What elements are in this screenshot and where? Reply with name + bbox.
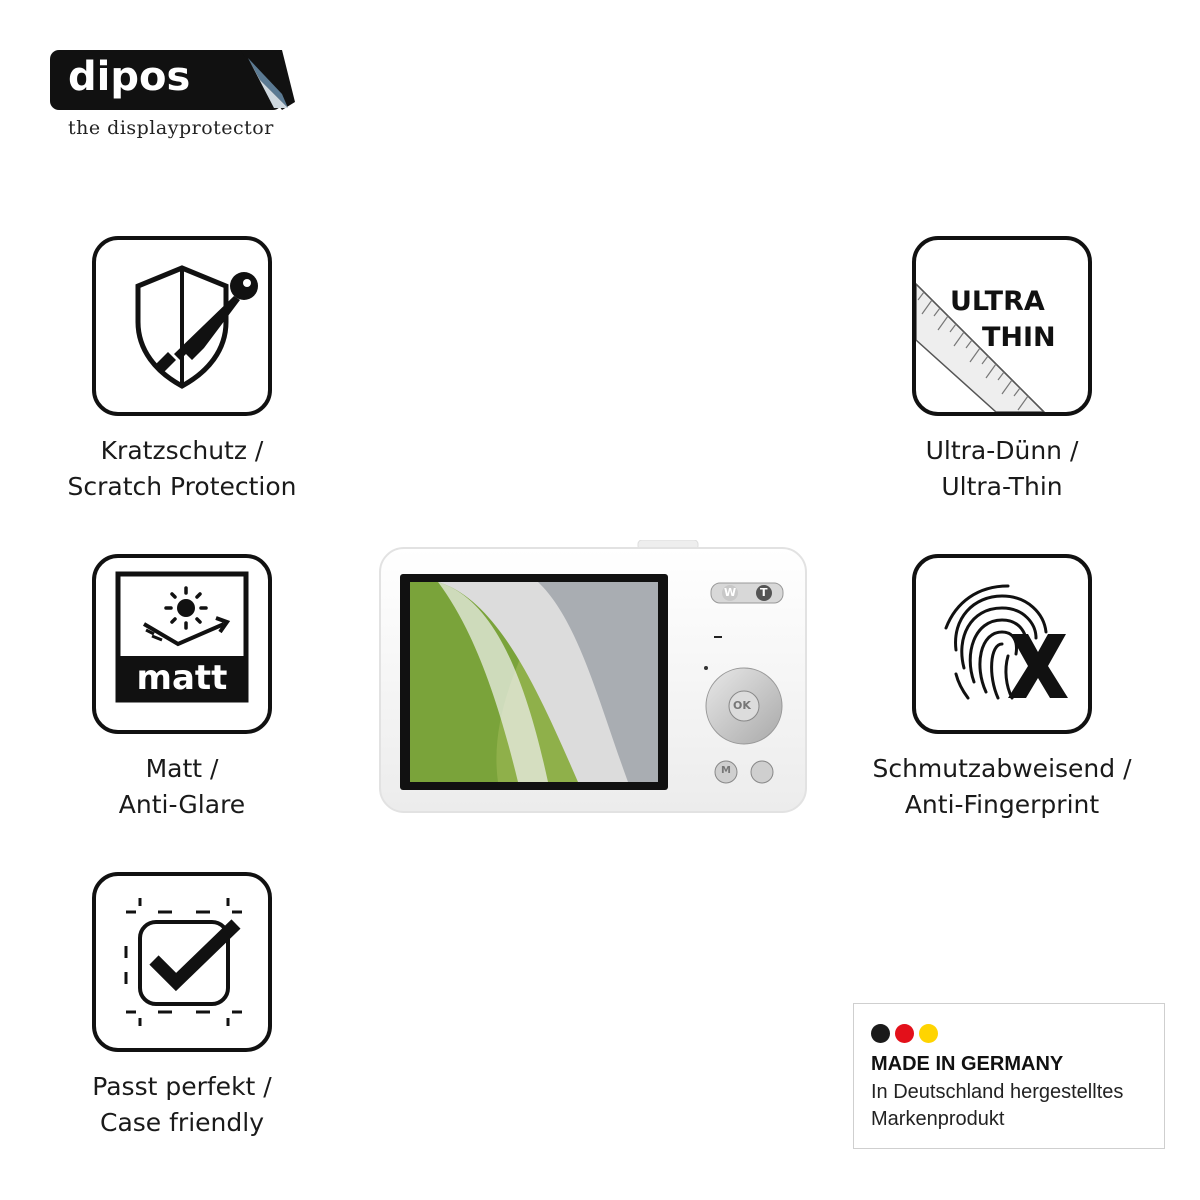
feature-tile-ultra-thin: ULTRA THIN bbox=[912, 236, 1092, 416]
feature-tile-matt: matt bbox=[92, 554, 272, 734]
zoom-tele-label: T bbox=[760, 586, 768, 599]
made-in-germany-line2: Markenprodukt bbox=[871, 1108, 1005, 1130]
feature-caption-matt: Matt / Anti-Glare bbox=[118, 754, 246, 819]
flag-dot-red bbox=[895, 1024, 914, 1043]
brand-name: dipos bbox=[68, 54, 191, 100]
checkmark-frame-icon bbox=[124, 898, 242, 1026]
ultra-thin-ruler-icon bbox=[916, 282, 1046, 412]
made-in-germany-title: MADE IN GERMANY bbox=[871, 1053, 1064, 1075]
feature-tile-anti-fingerprint bbox=[912, 554, 1092, 734]
flag-dot-gold bbox=[919, 1024, 938, 1043]
brand-tagline: the displayprotector bbox=[68, 117, 274, 139]
feature-caption-case-friendly: Passt perfekt / Case friendly bbox=[92, 1072, 272, 1137]
brand-logo bbox=[50, 50, 295, 110]
ultra-label: ULTRA bbox=[950, 286, 1045, 317]
shield-key-icon bbox=[135, 265, 258, 389]
camera-product-image: W T OK M bbox=[378, 539, 808, 815]
matt-badge-label: matt bbox=[136, 658, 228, 698]
mode-button-label: M bbox=[721, 765, 731, 776]
feature-caption-scratch: Kratzschutz / Scratch Protection bbox=[67, 436, 297, 501]
ok-button-label: OK bbox=[733, 699, 751, 712]
feature-caption-ultra-thin: Ultra-Dünn / Ultra-Thin bbox=[925, 436, 1079, 501]
feature-caption-anti-fingerprint: Schmutzabweisend / Anti-Fingerprint bbox=[872, 754, 1132, 819]
flag-dot-black bbox=[871, 1024, 890, 1043]
made-in-germany-badge: MADE IN GERMANY In Deutschland hergestel… bbox=[853, 1003, 1165, 1149]
zoom-wide-label: W bbox=[724, 586, 737, 599]
feature-tile-case-friendly bbox=[92, 872, 272, 1052]
matt-sun-icon bbox=[115, 571, 249, 703]
feature-tile-scratch bbox=[92, 236, 272, 416]
thin-label: THIN bbox=[982, 322, 1056, 353]
fingerprint-x-icon bbox=[944, 584, 1068, 700]
made-in-germany-line1: In Deutschland hergestelltes bbox=[871, 1081, 1124, 1103]
